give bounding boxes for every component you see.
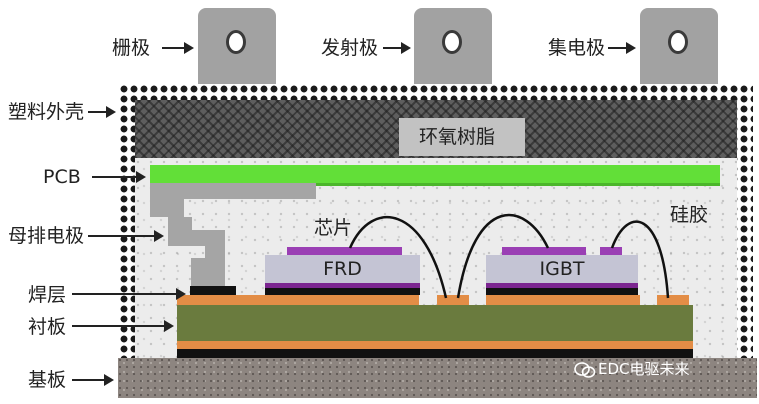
emitter-label: 发射极 [321, 37, 379, 59]
ceramic-substrate [177, 305, 693, 341]
silicone-gel-label: 硅胶 [670, 204, 709, 226]
bond-wire [456, 213, 550, 299]
pcb-board [150, 165, 720, 186]
frd-label: FRD [323, 258, 362, 280]
gate-label: 栅极 [112, 37, 151, 59]
baseplate-arrow [72, 374, 114, 386]
housing-arrow [88, 106, 116, 118]
bottom-solder-layer [177, 349, 693, 358]
chip-label: 芯片 [314, 217, 353, 239]
emitter-arrow [383, 42, 411, 54]
pcb-arrow [92, 171, 146, 183]
gate-terminal [198, 8, 276, 84]
busbar-label: 母排电极 [8, 225, 85, 247]
igbt-solder-dark [486, 288, 638, 295]
bond-wire [348, 215, 448, 299]
substrate-label: 衬板 [28, 316, 67, 338]
top-copper-layer [177, 295, 419, 305]
collector-arrow [608, 42, 636, 54]
epoxy-label-box [399, 118, 525, 156]
solder-arrow [72, 288, 186, 300]
busbar-segment [150, 199, 184, 217]
bond-wire [610, 220, 670, 299]
baseplate-label: 基板 [28, 369, 67, 391]
emitter-terminal [414, 8, 492, 84]
igbt-chip [486, 255, 638, 283]
frd-top-metal [287, 247, 402, 255]
watermark-text: EDC电驱未来 [598, 360, 690, 378]
gate-arrow [162, 42, 194, 54]
top-copper-pad [657, 295, 689, 305]
collector-terminal [640, 8, 718, 84]
frd-solder-layer [265, 283, 420, 288]
busbar-solder [190, 286, 236, 295]
busbar-segment [150, 183, 316, 199]
igbt-label: IGBT [539, 258, 585, 280]
igbt-emitter-metal [502, 247, 586, 255]
busbar-arrow [88, 230, 164, 242]
frd-solder-dark [265, 288, 420, 295]
solder-label: 焊层 [28, 284, 67, 306]
igbt-gate-metal [600, 247, 622, 255]
pcb-label: PCB [43, 166, 81, 188]
substrate-arrow [72, 320, 174, 332]
bottom-copper-layer [177, 341, 693, 349]
terminal-hole [442, 30, 462, 54]
top-copper-layer [486, 295, 640, 305]
epoxy-label: 环氧树脂 [419, 126, 496, 148]
terminal-hole [668, 30, 688, 54]
frd-chip [265, 255, 420, 283]
wechat-icon [574, 362, 596, 378]
baseplate [118, 358, 757, 398]
top-copper-pad [437, 295, 469, 305]
collector-label: 集电极 [548, 37, 606, 59]
terminal-hole [226, 30, 246, 54]
igbt-solder-layer [486, 283, 638, 288]
housing-label: 塑料外壳 [8, 101, 85, 123]
busbar-segment [191, 258, 225, 286]
